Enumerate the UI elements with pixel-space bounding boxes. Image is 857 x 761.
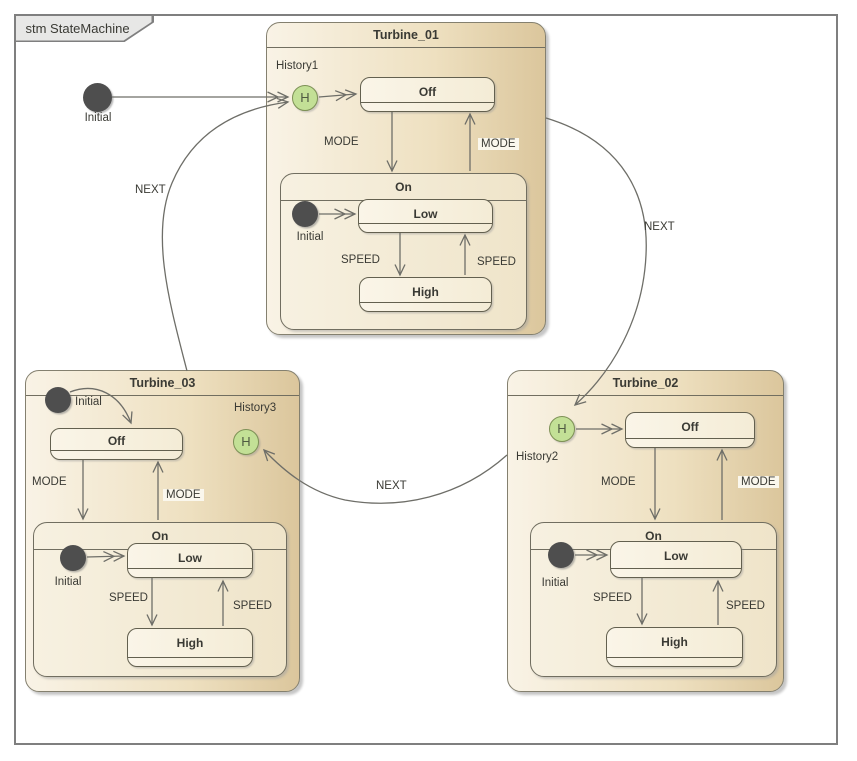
history3-pseudostate[interactable]: H [233,429,259,455]
turbine-02-state-low[interactable]: Low [610,541,742,578]
turbine-02-state-high[interactable]: High [606,627,743,667]
turbine-01-on-title: On [281,174,526,201]
turbine-02-on-initial-node[interactable] [548,542,574,568]
speed-label-t03-down[interactable]: SPEED [109,592,148,604]
history-icon: H [557,421,567,436]
turbine-01-state-high[interactable]: High [359,277,492,312]
mode-label-t03-down[interactable]: MODE [32,476,67,488]
speed-label-t02-down[interactable]: SPEED [593,592,632,604]
speed-label-t03-up[interactable]: SPEED [233,600,272,612]
speed-label-t01-down[interactable]: SPEED [341,254,380,266]
history-icon: H [300,90,310,105]
turbine-03-state-off[interactable]: Off [50,428,183,460]
history3-label: History3 [234,402,277,414]
turbine-02-on-initial-label: Initial [541,577,569,589]
mode-label-t03-up[interactable]: MODE [163,489,204,501]
turbine-03-title: Turbine_03 [26,371,299,396]
next-label-t03-t01[interactable]: NEXT [135,184,166,196]
next-label-t02-t03[interactable]: NEXT [376,480,407,492]
state-off-label: Off [681,420,699,434]
history2-pseudostate[interactable]: H [549,416,575,442]
history1-label: History1 [276,60,319,72]
turbine-03-state-high[interactable]: High [127,628,253,667]
next-label-t01-t02[interactable]: NEXT [644,221,675,233]
top-initial-node[interactable] [83,83,112,112]
turbine-02-state-off[interactable]: Off [625,412,755,448]
mode-label-t02-down[interactable]: MODE [601,476,636,488]
mode-label-t01-down[interactable]: MODE [324,136,359,148]
state-high-label: High [661,635,688,649]
state-high-label: High [412,285,439,299]
turbine-01-state-off[interactable]: Off [360,77,495,112]
speed-label-t01-up[interactable]: SPEED [477,256,516,268]
speed-label-t02-up[interactable]: SPEED [726,600,765,612]
turbine-03-on-initial-label: Initial [54,576,82,588]
turbine-03-on-initial-node[interactable] [60,545,86,571]
turbine-03-initial-node[interactable] [45,387,71,413]
state-off-label: Off [418,85,437,99]
turbine-01-state-low[interactable]: Low [358,199,493,233]
top-initial-label: Initial [84,112,112,124]
state-low-label: Low [413,207,438,221]
state-high-label: High [176,636,204,650]
turbine-01-on-initial-node[interactable] [292,201,318,227]
history-icon: H [241,434,251,449]
history2-label: History2 [516,451,559,463]
turbine-03-state-low[interactable]: Low [127,543,253,578]
history1-pseudostate[interactable]: H [292,85,318,111]
state-low-label: Low [178,551,202,565]
mode-label-t02-up[interactable]: MODE [738,476,779,488]
state-low-label: Low [664,549,688,563]
turbine-01-title: Turbine_01 [267,23,545,48]
state-off-label: Off [107,434,126,448]
mode-label-t01-up[interactable]: MODE [478,138,519,150]
turbine-02-title: Turbine_02 [508,371,783,396]
turbine-01-on-initial-label: Initial [296,231,324,243]
frame-heading: stm StateMachine [15,15,152,41]
turbine-03-initial-label: Initial [75,396,102,408]
diagram-frame [14,14,838,745]
